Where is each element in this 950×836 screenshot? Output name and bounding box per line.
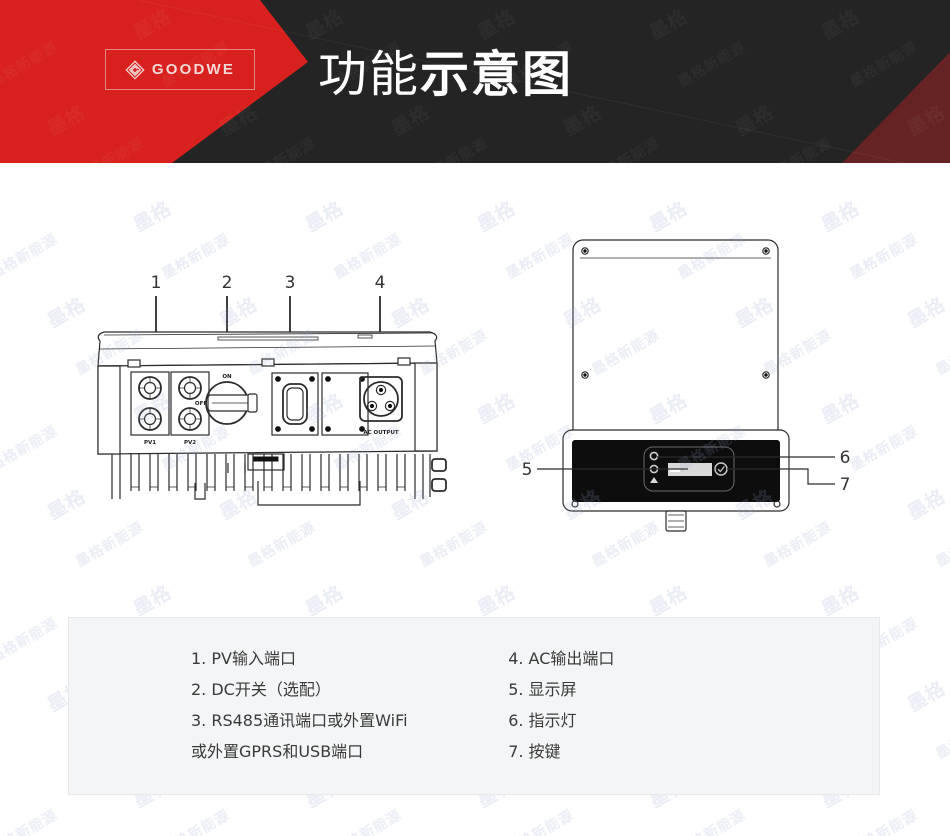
lcd-screen xyxy=(668,463,712,476)
header-darkred-accent-shape xyxy=(842,52,950,163)
callout-number-5: 5 xyxy=(522,460,533,480)
dc-switch-on-label: ON xyxy=(222,374,232,380)
watermark-text: 墨格新能源 xyxy=(933,710,950,762)
brand-logo-text: GOODWE xyxy=(151,61,236,78)
legend-item: 7. 按键 xyxy=(508,742,561,761)
dc-switch-group: ON OFF xyxy=(195,374,258,425)
side-mount-bracket xyxy=(429,454,447,497)
diagram-stage: .ln { fill:none; stroke:#2b2b2b; stroke-… xyxy=(0,163,950,613)
ac-output-port-group: AC OUTPUT xyxy=(359,376,403,436)
inverter-diagrams-svg: .ln { fill:none; stroke:#2b2b2b; stroke-… xyxy=(97,239,851,532)
dc-switch-off-label: OFF xyxy=(195,401,207,407)
legend-item: 1. PV输入端口 xyxy=(191,649,296,668)
bottom-view-drawing: 1 2 3 4 xyxy=(97,273,447,506)
legend-item: 2. DC开关（选配） xyxy=(191,680,331,699)
inverter-body xyxy=(97,357,438,455)
legend-panel: 1. PV输入端口 2. DC开关（选配） 3. RS485通讯端口或外置WiF… xyxy=(68,617,880,795)
legend-column-left: 1. PV输入端口 2. DC开关（选配） 3. RS485通讯端口或外置WiF… xyxy=(69,643,490,794)
callout-number-4: 4 xyxy=(375,273,386,293)
heat-sink-fins xyxy=(111,453,424,506)
pv-connector xyxy=(178,376,202,400)
callout-number-6: 6 xyxy=(840,448,851,468)
watermark-text: 墨格新能源 xyxy=(0,614,60,666)
ac-output-label: AC OUTPUT xyxy=(363,430,399,436)
legend-column-right: 4. AC输出端口 5. 显示屏 6. 指示灯 7. 按键 xyxy=(490,643,879,794)
pv2-label: PV2 xyxy=(184,440,196,446)
watermark-text: 墨格新能源 xyxy=(159,806,232,836)
watermark-text: 墨格新能源 xyxy=(331,806,404,836)
page-header: GOODWE 功能示意图 xyxy=(0,0,950,163)
pv-connector xyxy=(138,376,162,400)
watermark-text: 墨格新能源 xyxy=(847,806,920,836)
watermark-text: 墨格新能源 xyxy=(0,806,60,836)
page-title-light-part: 功能 xyxy=(318,46,421,103)
callout-number-1: 1 xyxy=(151,273,162,293)
legend-item: 或外置GPRS和USB端口 xyxy=(191,742,364,761)
legend-item: 6. 指示灯 xyxy=(508,711,577,730)
watermark-text: 墨格 xyxy=(0,774,4,813)
goodwe-diamond-spiral-icon xyxy=(125,59,145,80)
legend-item: 4. AC输出端口 xyxy=(508,649,615,668)
front-view-drawing: 5 6 7 xyxy=(522,239,851,532)
callout-number-7: 7 xyxy=(840,475,851,495)
watermark-text: 墨格新能源 xyxy=(675,806,748,836)
inverter-top-shell xyxy=(97,331,438,367)
front-view-callouts: 5 6 7 xyxy=(522,448,851,495)
pv1-label: PV1 xyxy=(144,440,156,446)
callout-number-3: 3 xyxy=(285,273,296,293)
watermark-text: 墨格 xyxy=(904,678,950,717)
pv-connector xyxy=(138,407,162,431)
legend-item: 3. RS485通讯端口或外置WiFi xyxy=(191,711,408,730)
watermark-text: 墨格新能源 xyxy=(503,806,576,836)
pv-connector xyxy=(178,407,202,431)
page-title-bold-part: 示意图 xyxy=(420,46,574,103)
brand-logo: GOODWE xyxy=(105,49,255,90)
callout-number-2: 2 xyxy=(222,273,233,293)
legend-item: 5. 显示屏 xyxy=(508,680,577,699)
body-screws xyxy=(581,247,770,379)
communication-ports-group xyxy=(271,372,369,436)
page-title: 功能示意图 xyxy=(318,46,573,104)
